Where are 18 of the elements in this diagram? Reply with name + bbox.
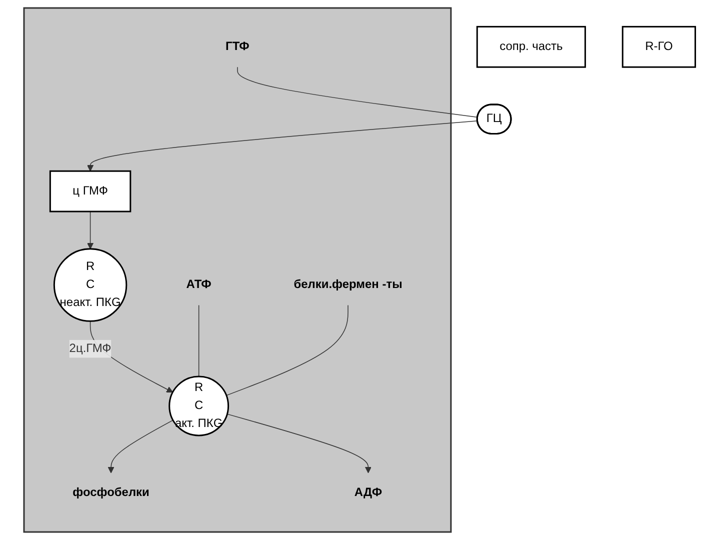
edge-label: 2ц.ГМФ: [70, 342, 112, 355]
arrow: [87, 211, 94, 250]
connector: [198, 304, 200, 377]
node-text: ГТФ: [226, 40, 250, 53]
node-text: АТФ: [186, 278, 212, 292]
node-box: ц ГМФ: [50, 170, 132, 212]
connector: [237, 66, 478, 118]
node-circle: R C неакт. ПКG: [54, 248, 128, 322]
connector: [226, 304, 349, 396]
node-box: сопр. часть: [476, 26, 586, 68]
node-text: белки.фермен -ты: [294, 278, 403, 292]
arrow: [108, 420, 174, 474]
node-text: фосфобелки: [72, 486, 150, 500]
node-text: АДФ: [354, 486, 382, 500]
cluster: [24, 7, 452, 533]
node-box: R-ГО: [622, 26, 696, 68]
arrow: [87, 120, 478, 172]
arrow: [227, 414, 372, 474]
